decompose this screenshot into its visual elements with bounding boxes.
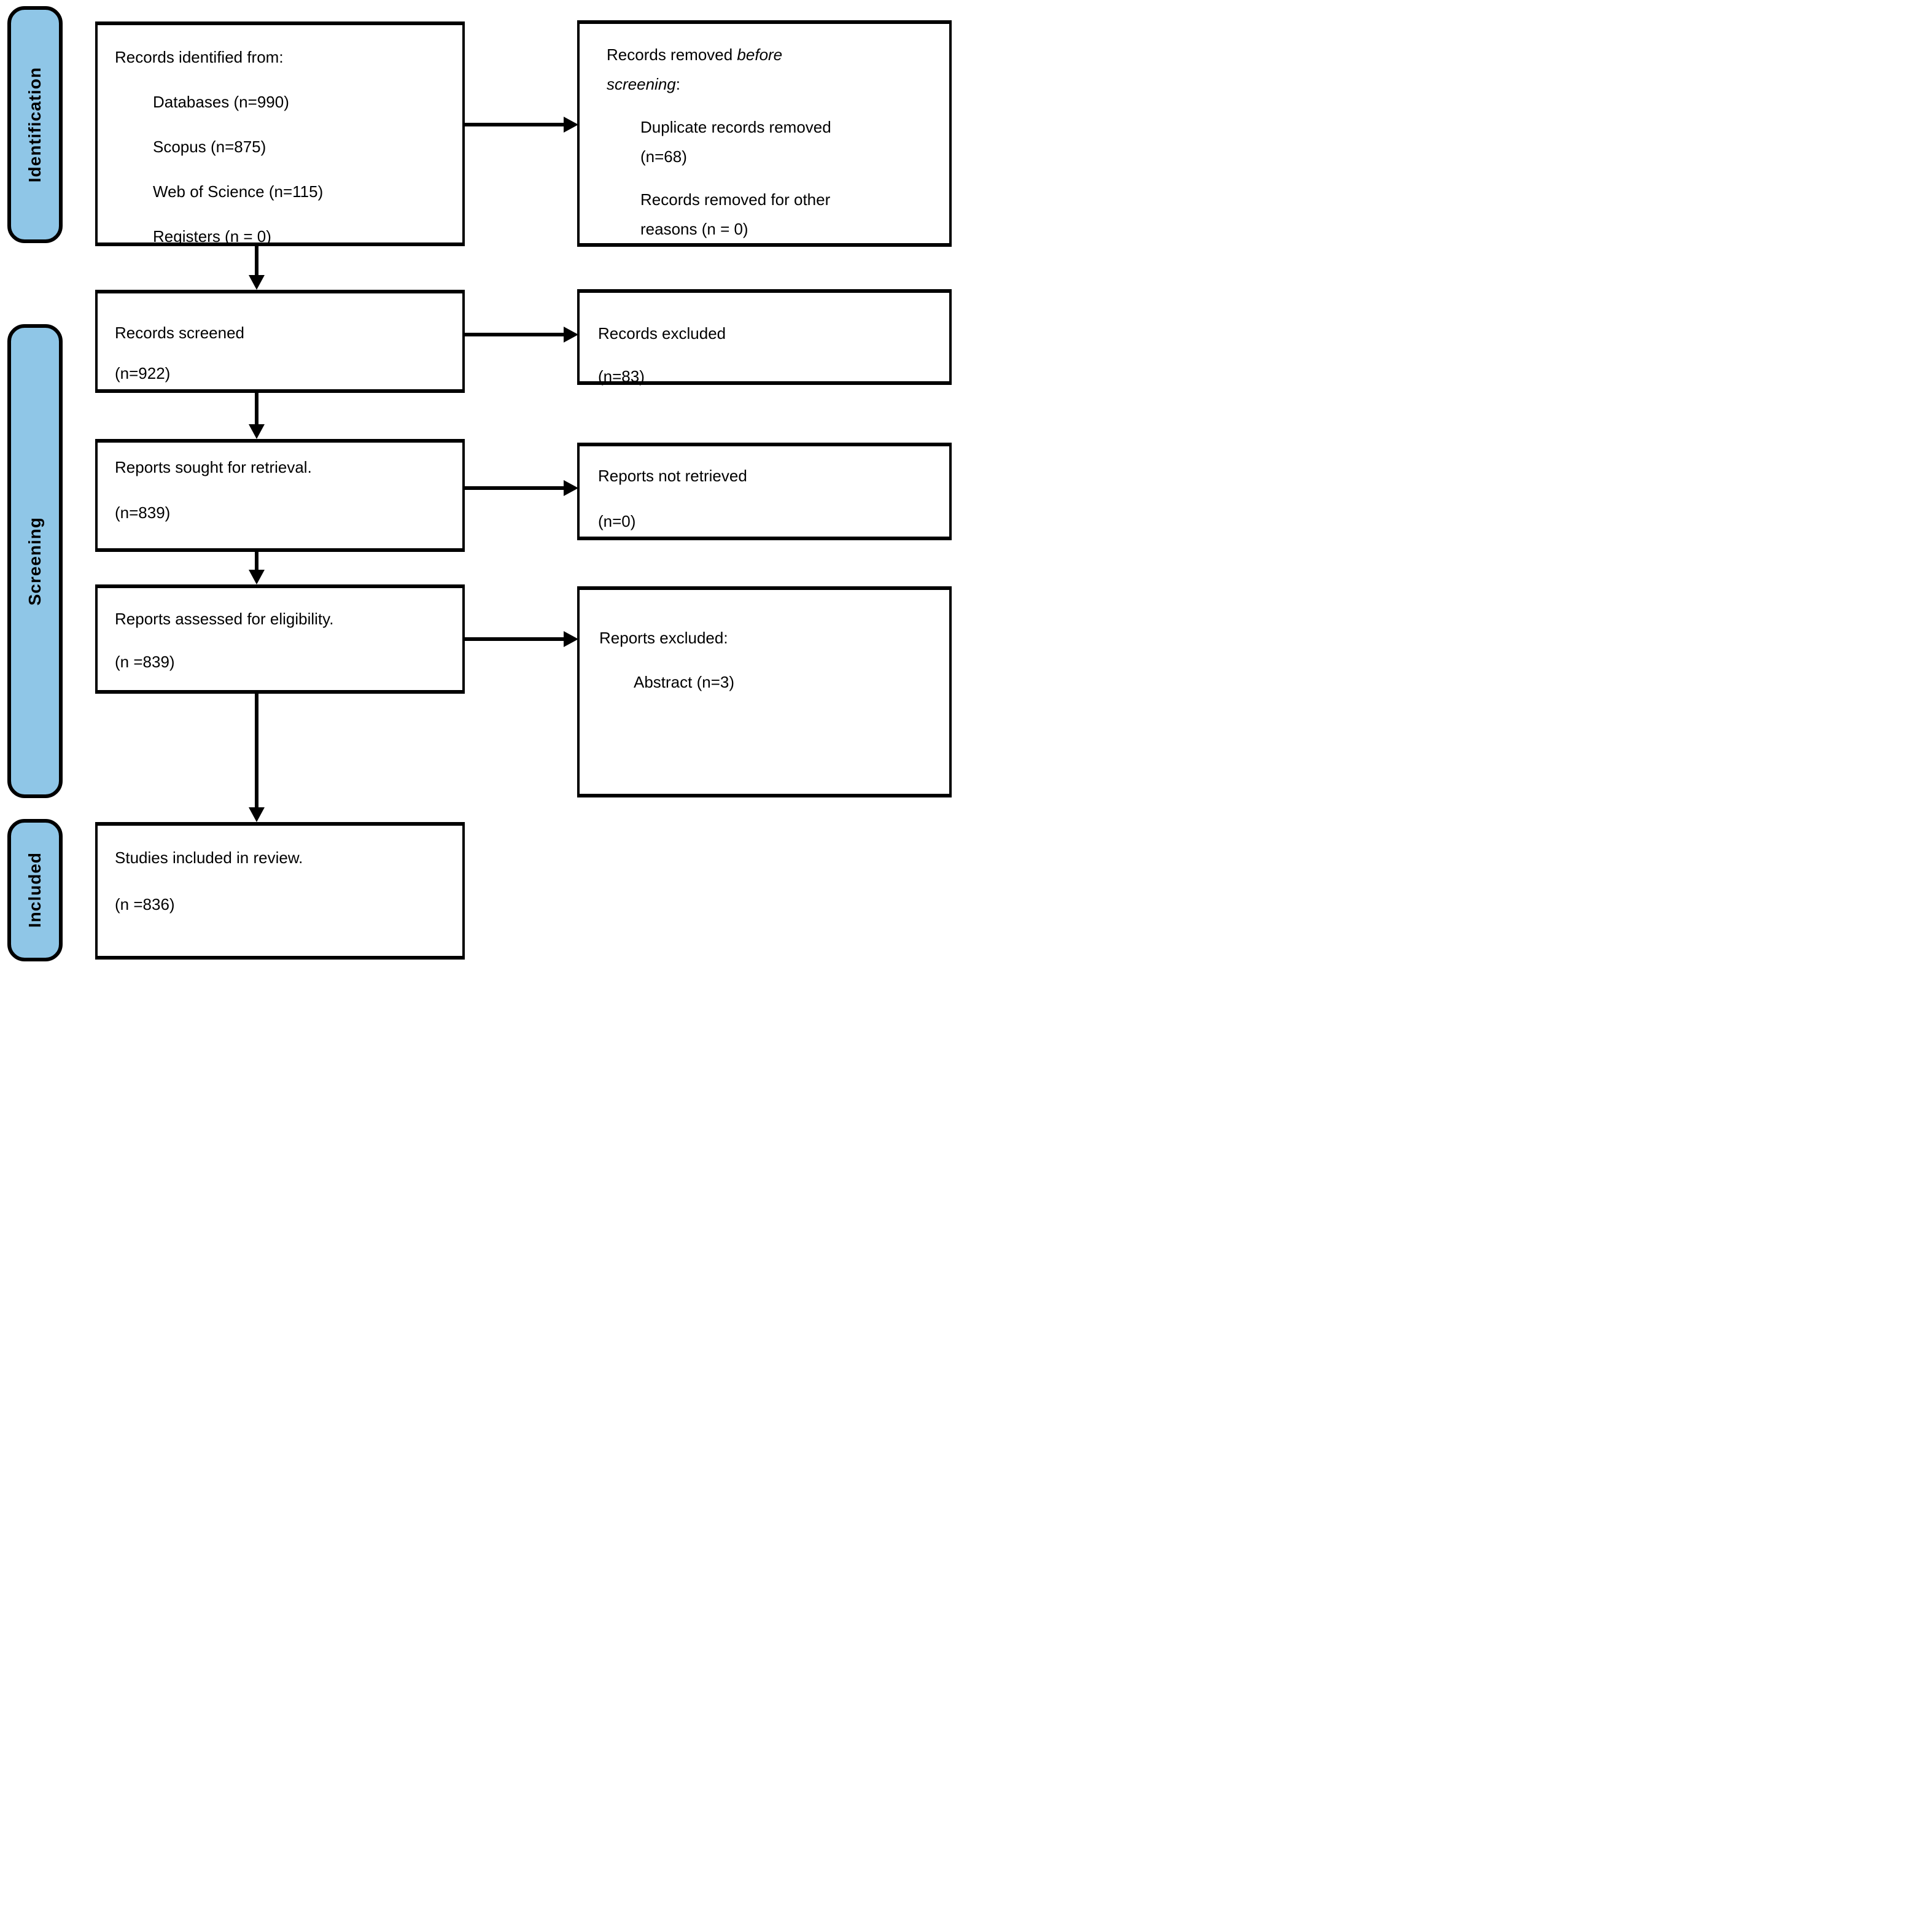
- arrow-down-icon: [249, 275, 265, 290]
- flow-box-reports-excluded: Reports excluded: Abstract (n=3): [577, 586, 952, 797]
- arrow-shaft: [465, 637, 564, 641]
- box-count: (n=839): [115, 503, 171, 522]
- box-line: screening:: [607, 69, 941, 99]
- flow-box-records-screened: Records screened (n=922): [95, 290, 465, 393]
- title-text: :: [675, 75, 680, 93]
- box-line: Reports not retrieved: [598, 467, 747, 485]
- arrow-right-icon: [564, 631, 578, 647]
- item-count: reasons (n = 0): [640, 220, 748, 238]
- arrow-right-icon: [564, 327, 578, 343]
- title-italic-text: before: [737, 45, 783, 64]
- item-text: Duplicate records removed: [640, 118, 831, 136]
- stage-bar-identification: Identification: [7, 6, 63, 243]
- arrow-shaft: [255, 552, 258, 570]
- arrow-shaft: [465, 333, 564, 336]
- flow-box-records-excluded: Records excluded (n=83): [577, 289, 952, 386]
- arrow-shaft: [255, 246, 258, 275]
- box-count: (n=83): [598, 367, 645, 386]
- box-line: Records excluded: [598, 324, 726, 343]
- box-line: Reports excluded:: [599, 629, 728, 647]
- arrow-shaft: [465, 123, 564, 126]
- flow-box-reports-assessed: Reports assessed for eligibility. (n =83…: [95, 584, 465, 694]
- box-line: Reports sought for retrieval.: [115, 458, 312, 476]
- arrow-down-icon: [249, 424, 265, 439]
- stage-label-identification: Identification: [25, 66, 44, 183]
- box-line: Databases (n=990): [153, 93, 289, 111]
- box-count: (n=922): [115, 364, 171, 382]
- stage-label-included: Included: [25, 852, 44, 928]
- stage-bar-included: Included: [7, 819, 63, 961]
- stage-bar-screening: Screening: [7, 324, 63, 798]
- box-line: Web of Science (n=115): [153, 182, 324, 201]
- box-count: (n =839): [115, 653, 175, 671]
- box-line: Abstract (n=3): [634, 673, 735, 691]
- flow-box-reports-not-retrieved: Reports not retrieved (n=0): [577, 443, 952, 540]
- box-line: Scopus (n=875): [153, 138, 266, 156]
- box-line: Records screened: [115, 324, 244, 342]
- flow-box-studies-included: Studies included in review. (n =836): [95, 822, 465, 960]
- flow-box-records-removed: Records removed before screening: Duplic…: [577, 20, 952, 247]
- arrow-down-icon: [249, 570, 265, 584]
- arrow-down-icon: [249, 807, 265, 822]
- box-line: Records identified from:: [115, 48, 284, 66]
- stage-label-screening: Screening: [25, 516, 44, 606]
- box-line: Duplicate records removed (n=68): [607, 112, 941, 171]
- box-count: (n =836): [115, 895, 175, 914]
- item-text: Records removed for other: [640, 190, 831, 209]
- title-italic-text: screening: [607, 75, 676, 93]
- arrow-right-icon: [564, 117, 578, 133]
- item-count: (n=68): [640, 147, 687, 166]
- box-line: Reports assessed for eligibility.: [115, 610, 334, 628]
- box-count: (n=0): [598, 512, 636, 530]
- flow-box-records-identified: Records identified from: Databases (n=99…: [95, 21, 465, 246]
- box-line: Registers (n = 0): [153, 227, 271, 246]
- title-text: Records removed: [607, 45, 737, 64]
- arrow-shaft: [255, 694, 258, 807]
- box-line: Studies included in review.: [115, 848, 303, 867]
- arrow-shaft: [255, 393, 258, 424]
- arrow-right-icon: [564, 480, 578, 496]
- box-line: Records removed for other reasons (n = 0…: [607, 185, 941, 244]
- arrow-shaft: [465, 486, 564, 490]
- prisma-flow-diagram: Identification Screening Included Record…: [0, 0, 961, 966]
- box-line: Records removed before: [607, 40, 941, 69]
- flow-box-reports-sought: Reports sought for retrieval. (n=839): [95, 439, 465, 552]
